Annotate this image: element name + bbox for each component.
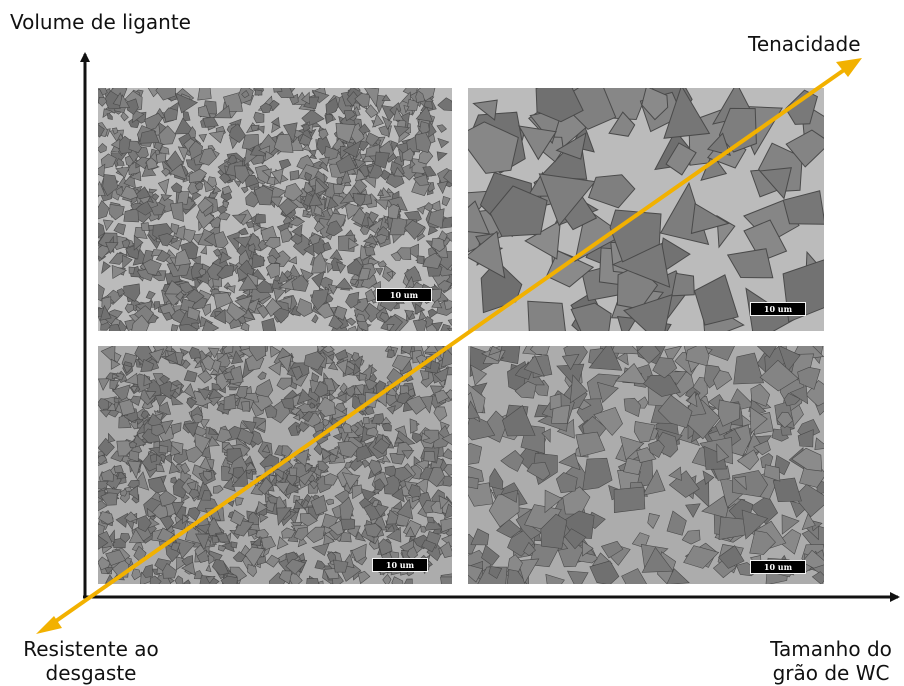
micrograph-texture [98,88,452,331]
scale-bar: 10 um [750,560,806,574]
toughness-label: Tenacidade [748,32,861,56]
y-axis-label: Volume de ligante [10,10,191,34]
x-axis-label-line2: grão de WC [772,661,890,685]
micrograph-texture [468,346,824,584]
wear-resistance-label-line2: desgaste [45,661,137,685]
arrow-head-wear [36,616,62,634]
scale-bar: 10 um [376,288,432,302]
wear-resistance-label: Resistente ao desgaste [6,637,176,685]
x-axis-label-line1: Tamanho do [770,637,892,661]
diagonal-arrow [36,58,862,634]
micrograph-bottom-right: 10 um [468,346,824,584]
x-axis-label: Tamanho do grão de WC [756,637,904,685]
arrow-head-toughness [836,58,862,77]
diagonal-arrow-line [54,68,846,623]
scale-bar: 10 um [750,302,806,316]
scale-bar: 10 um [372,558,428,572]
wear-resistance-label-line1: Resistente ao [23,637,159,661]
micrograph-top-left: 10 um [98,88,452,331]
